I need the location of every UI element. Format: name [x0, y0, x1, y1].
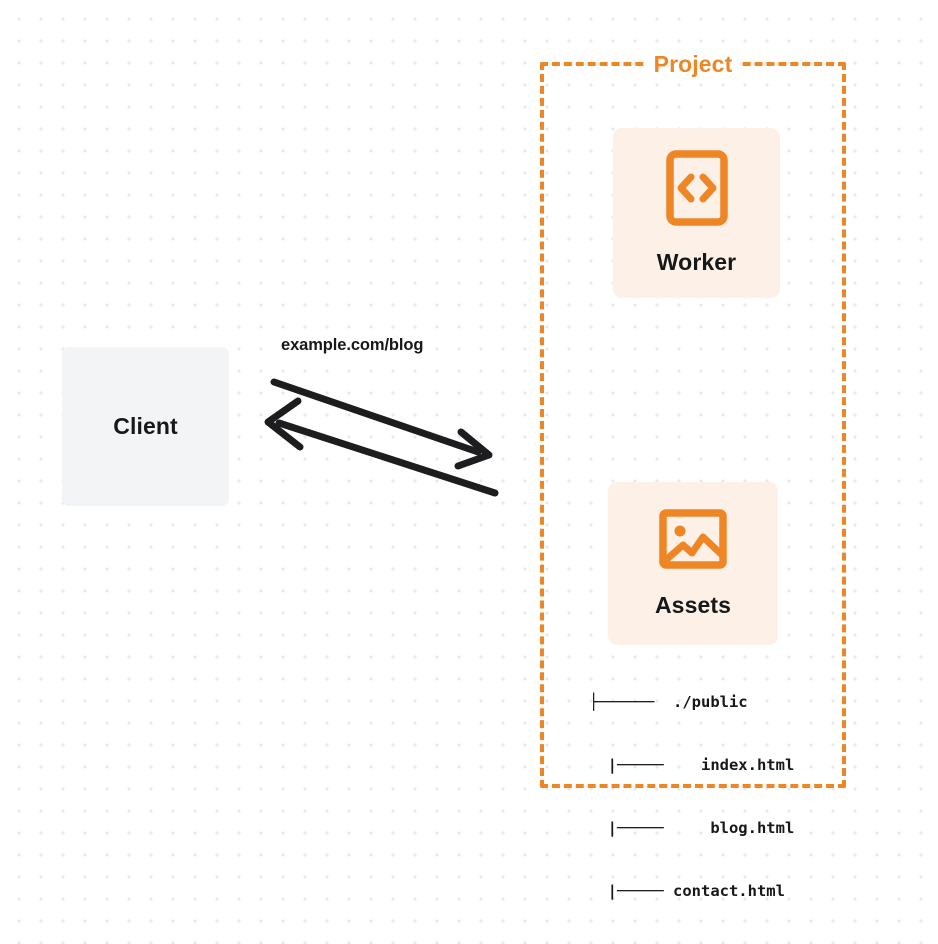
file-tree-row: |───── blog.html: [589, 819, 795, 837]
client-node-label: Client: [113, 413, 178, 439]
file-tree-row: |───── index.html: [589, 756, 795, 774]
code-brackets-icon: [665, 150, 728, 231]
client-node[interactable]: Client: [62, 347, 229, 506]
project-title: Project: [644, 51, 742, 78]
assets-node[interactable]: Assets: [608, 482, 778, 645]
file-tree-row: ├────── ./public: [589, 693, 748, 711]
connection-label: example.com/blog: [281, 336, 424, 354]
worker-node-label: Worker: [656, 249, 737, 275]
image-icon: [659, 508, 727, 574]
assets-node-label: Assets: [654, 591, 732, 618]
file-tree-row: |───── contact.html: [589, 882, 785, 900]
worker-node[interactable]: Worker: [613, 128, 780, 298]
response-arrow: [264, 397, 499, 497]
project-container: Project: [540, 51, 846, 788]
diagram-canvas: Client example.com/blog Project Worker: [62, 51, 846, 900]
request-arrow: [270, 378, 493, 470]
asset-file-tree: ├────── ./public |───── index.html |────…: [589, 650, 794, 944]
